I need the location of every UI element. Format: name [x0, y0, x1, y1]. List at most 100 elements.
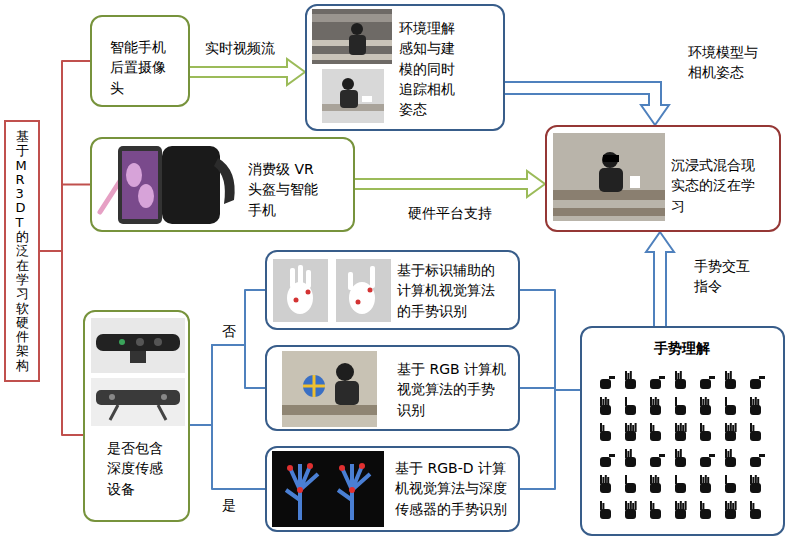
- gesture-icon: [675, 501, 687, 519]
- gesture-icon: [600, 376, 615, 389]
- gesture-icon: [750, 376, 765, 389]
- connector: [355, 171, 545, 197]
- gesture-palm: [650, 379, 661, 389]
- edge-label: 是: [221, 495, 237, 515]
- gesture-finger: [752, 503, 754, 512]
- sensor-led: [119, 339, 125, 345]
- gesture-icon: [625, 423, 637, 441]
- gesture-icon: [650, 475, 661, 493]
- gesture-thumb: [659, 454, 665, 457]
- gesture-finger: [675, 501, 677, 510]
- gesture-finger: [677, 503, 679, 512]
- sensor-stand: [130, 351, 146, 363]
- gesture-icon: [725, 371, 736, 389]
- person-body: [349, 35, 366, 55]
- arrow-head: [641, 105, 669, 125]
- gesture-finger: [732, 503, 734, 512]
- depth-sensor-photo: [91, 378, 185, 426]
- headset: [162, 146, 220, 224]
- gesture-palm: [675, 509, 686, 519]
- gesture-finger: [677, 373, 679, 382]
- gesture-icon: [675, 397, 686, 415]
- gesture-finger: [705, 475, 707, 484]
- connector: [190, 425, 265, 489]
- gesture-finger: [702, 477, 704, 486]
- person-body: [599, 168, 623, 192]
- rgbd-photo: [272, 451, 384, 527]
- edge-label: 硬件平台支持: [400, 203, 500, 223]
- gesture-thumb: [709, 376, 715, 379]
- arrow-hollow: [355, 180, 529, 188]
- joint: [297, 487, 303, 493]
- photo-ground: [91, 318, 185, 373]
- gesture-finger: [727, 425, 729, 434]
- connector-line: [190, 290, 265, 425]
- glove-finger: [348, 272, 353, 290]
- glove-finger: [370, 266, 375, 288]
- gesture-finger: [627, 503, 629, 512]
- gesture-finger: [680, 501, 682, 510]
- gesture-finger: [605, 475, 607, 484]
- gesture-thumb: [759, 454, 765, 457]
- gesture-finger: [600, 475, 602, 484]
- gesture-finger: [757, 399, 759, 408]
- gesture-finger: [730, 371, 732, 380]
- gesture-palm: [725, 379, 736, 389]
- glove-finger: [298, 265, 303, 287]
- gesture-icon: [650, 397, 661, 415]
- process-box: 基于 RGB-D 计算机视觉算法与深度传感器的手势识别: [265, 446, 520, 532]
- gesture-finger: [725, 371, 727, 380]
- glove-finger: [290, 268, 295, 288]
- gesture-icon: [725, 397, 736, 415]
- gesture-finger: [682, 425, 684, 434]
- gesture-finger: [675, 449, 677, 458]
- gesture-finger: [650, 475, 652, 484]
- gesture-finger: [602, 503, 604, 512]
- gesture-finger: [752, 399, 754, 408]
- connector: [40, 185, 90, 252]
- gesture-icon: [625, 371, 636, 389]
- gesture-finger: [730, 449, 732, 458]
- gesture-palm: [600, 509, 611, 519]
- edge-label: 手势交互指令: [694, 256, 754, 297]
- photo-ground: [553, 133, 665, 221]
- gesture-finger: [625, 423, 627, 432]
- gesture-thumb: [659, 376, 665, 379]
- gesture-finger: [630, 501, 632, 510]
- marker-dot: [356, 300, 361, 305]
- gesture-finger: [755, 475, 757, 484]
- gesture-icon: [750, 454, 765, 467]
- gesture-palm: [650, 405, 661, 415]
- joint: [359, 463, 365, 469]
- joint: [287, 465, 293, 471]
- glove-photo: [273, 259, 328, 322]
- photo-ground: [272, 451, 384, 527]
- gesture-finger: [652, 503, 654, 512]
- hand-model: [630, 176, 640, 188]
- gesture-finger: [625, 371, 627, 380]
- connector: [40, 251, 83, 435]
- photo-ground: [273, 259, 328, 322]
- gesture-palm: [750, 509, 761, 519]
- person-head: [342, 78, 354, 90]
- arrow-head: [287, 59, 305, 85]
- gesture-finger: [632, 425, 634, 434]
- connector-line: [520, 290, 580, 390]
- gesture-palm: [700, 431, 711, 441]
- gesture-palm: [700, 457, 711, 467]
- gesture-icon: [725, 475, 736, 493]
- gesture-finger: [625, 449, 627, 458]
- process-box: 沉浸式混合现实态的泛在学习: [545, 125, 781, 232]
- gesture-icon: [700, 397, 711, 415]
- marker-dot: [368, 288, 373, 293]
- gesture-icon: [600, 423, 611, 441]
- gesture-finger: [680, 449, 682, 458]
- phone: [118, 146, 162, 224]
- gesture-finger: [750, 423, 752, 432]
- node-text: 智能手机后置摄像头: [110, 37, 172, 98]
- hand-skeleton: [286, 464, 318, 520]
- gesture-finger: [727, 451, 729, 460]
- gesture-finger: [650, 501, 652, 510]
- gesture-palm: [700, 379, 711, 389]
